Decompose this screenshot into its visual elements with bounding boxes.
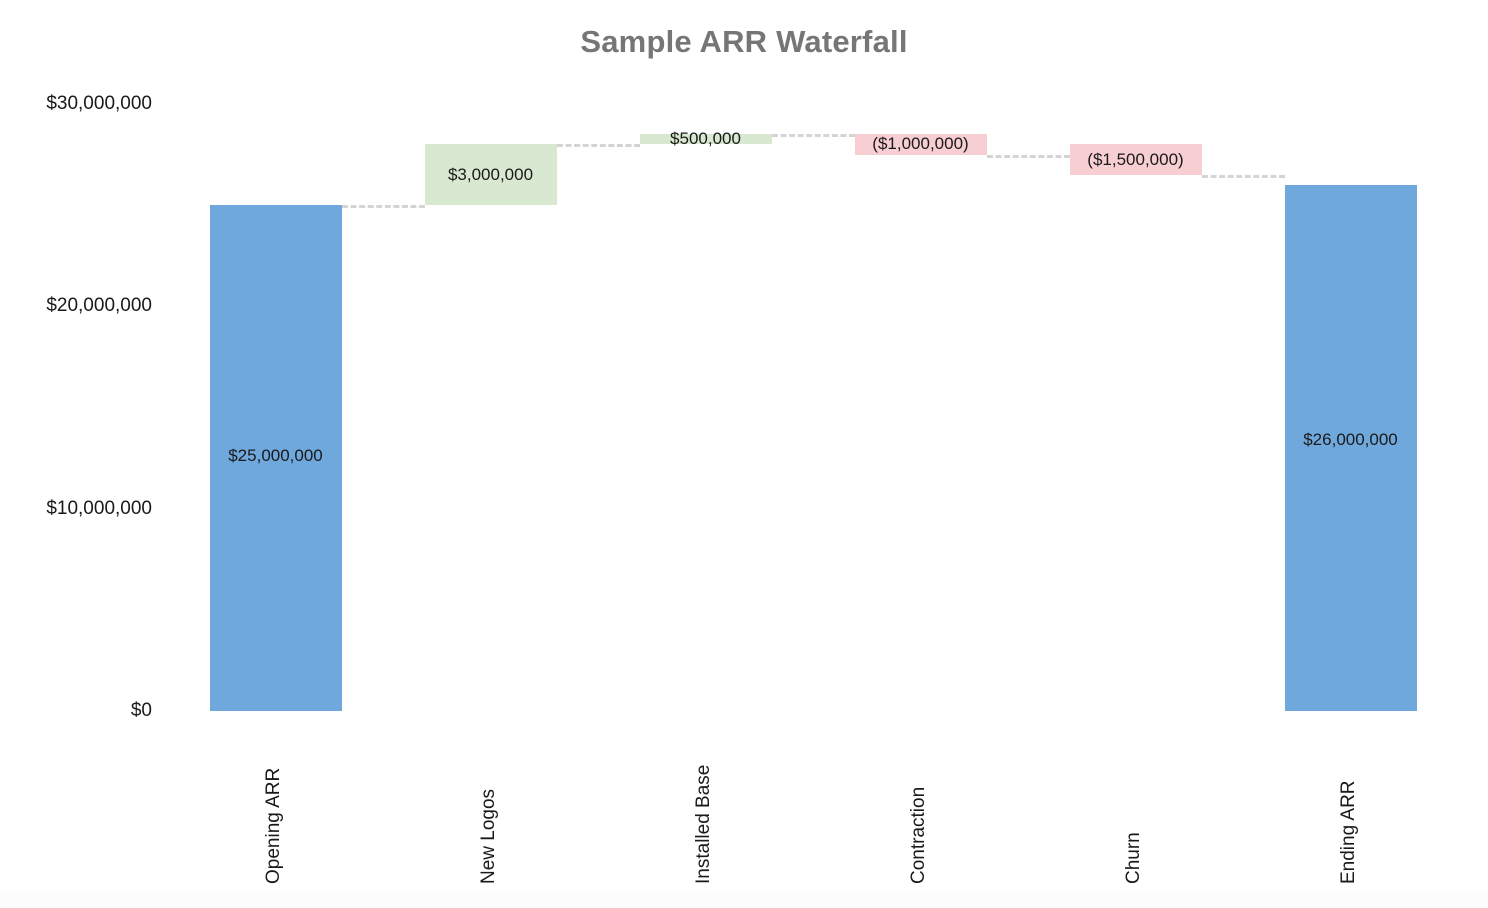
bar-new-logos[interactable] — [424, 144, 557, 206]
x-axis-tick-label: New Logos — [477, 788, 499, 884]
connector-line — [986, 154, 1070, 158]
bar-ending-arr[interactable] — [1284, 184, 1417, 711]
y-axis: $30,000,000 $20,000,000 $10,000,000 $0 — [0, 0, 152, 908]
x-axis-tick-label: Contraction — [907, 786, 929, 884]
x-axis-tick-label: Ending ARR — [1337, 780, 1359, 884]
x-axis-tick-label: Churn — [1122, 832, 1144, 884]
page-title: Sample ARR Waterfall — [580, 24, 908, 59]
connector-line — [1201, 174, 1285, 178]
y-axis-tick-label: $30,000,000 — [46, 93, 152, 114]
bar-installed-base[interactable] — [639, 134, 772, 145]
connector-line — [341, 205, 425, 209]
x-axis-tick-label: Installed Base — [692, 764, 714, 884]
connector-line — [556, 144, 640, 148]
bar-churn[interactable] — [1069, 144, 1202, 175]
x-axis-tick-label: Opening ARR — [262, 767, 284, 884]
bar-contraction[interactable] — [854, 134, 987, 155]
connector-line — [771, 134, 855, 138]
plot-area — [168, 104, 1458, 712]
x-axis — [168, 716, 1458, 896]
y-axis-tick-label: $0 — [130, 700, 152, 721]
y-axis-tick-label: $20,000,000 — [46, 295, 152, 317]
y-axis-tick-label: $10,000,000 — [46, 497, 152, 519]
bottom-band — [0, 892, 1488, 908]
bar-opening-arr[interactable] — [209, 205, 342, 711]
